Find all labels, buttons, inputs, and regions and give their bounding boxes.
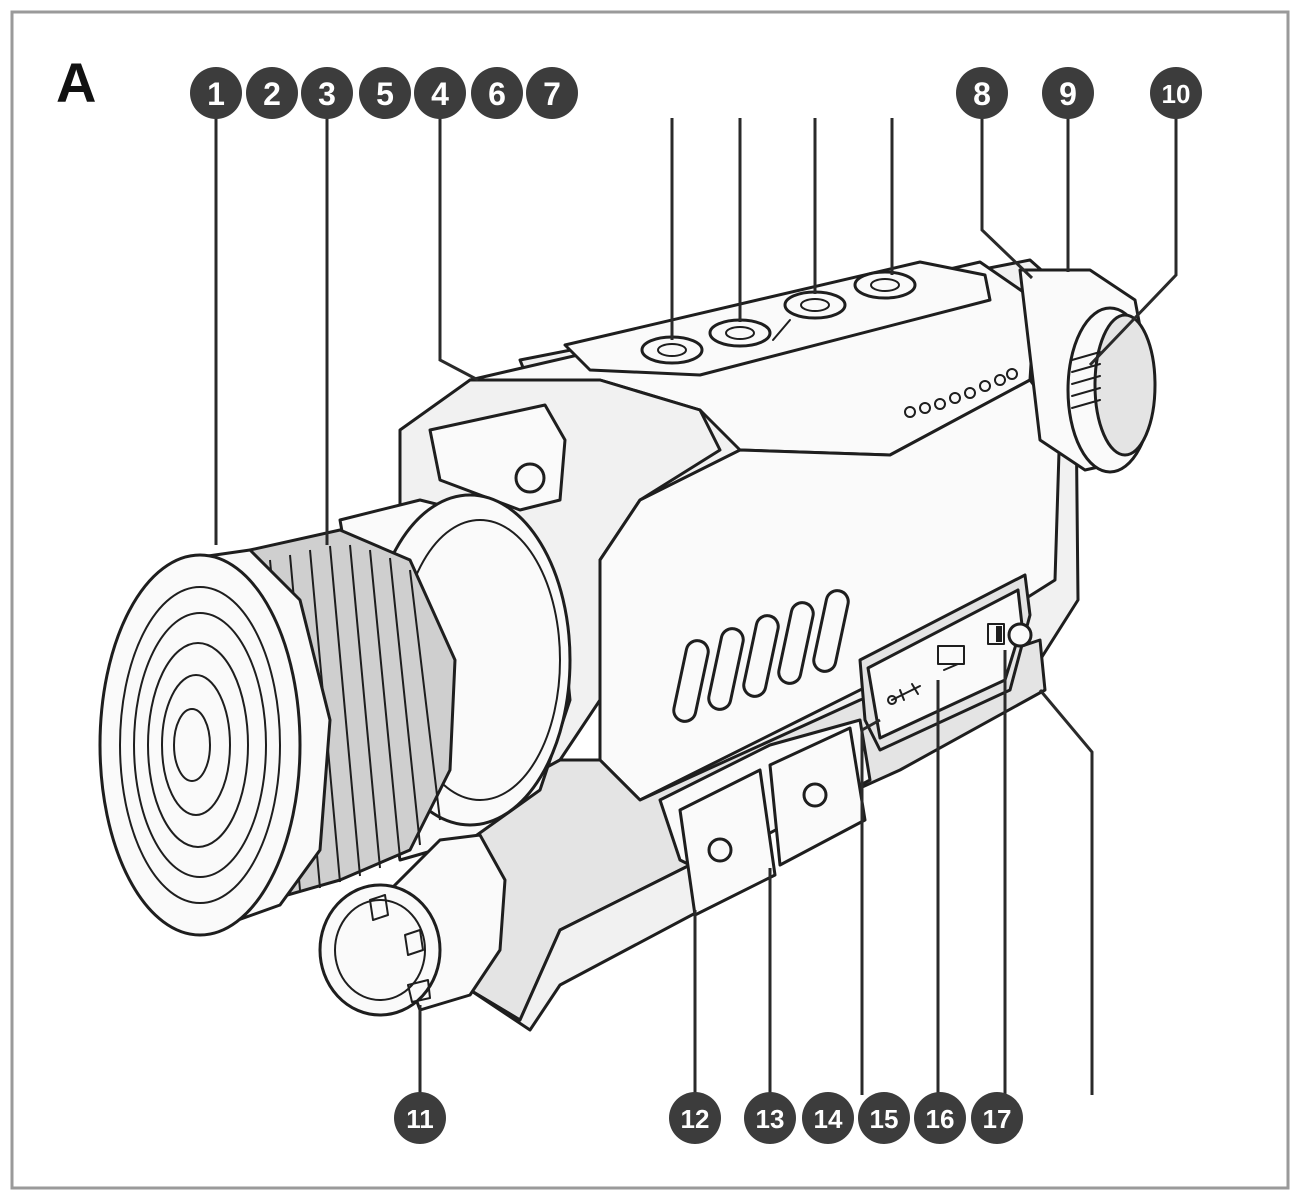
callout-number: 10: [1162, 79, 1191, 109]
leader-lines: [214, 118, 1178, 1095]
callout-number: 3: [318, 76, 336, 112]
callout-number: 14: [814, 1104, 843, 1134]
hdmi-port-icon: [937, 645, 965, 671]
leader-14: [1038, 689, 1094, 1095]
callout-number: 8: [973, 76, 991, 112]
callout-badge-12: 12: [669, 1092, 721, 1144]
callout-badge-13: 13: [744, 1092, 796, 1144]
vent-slots: [672, 589, 850, 723]
callout-badge-2: 2: [246, 67, 298, 119]
callout-circle: [359, 67, 411, 119]
callout-number: 1: [207, 76, 225, 112]
lens-face: [98, 553, 302, 937]
callout-circle: [744, 1092, 796, 1144]
callout-badge-9: 9: [1042, 67, 1094, 119]
callout-number: 17: [983, 1104, 1012, 1134]
callout-circle: [471, 67, 523, 119]
panel-label: A: [56, 51, 96, 114]
callout-number: 13: [756, 1104, 785, 1134]
callout-badge-14: 14: [802, 1092, 854, 1144]
callout-number: 4: [431, 76, 449, 112]
top-button-4: [853, 270, 917, 300]
callout-number: 2: [263, 76, 281, 112]
top-callouts: 1 2 3 5 4 6 7 8 9 10: [190, 67, 1202, 119]
objective-lens: [98, 493, 572, 937]
callout-circle: [914, 1092, 966, 1144]
callout-number: 7: [543, 76, 561, 112]
callout-badge-3: 3: [301, 67, 353, 119]
callout-badge-4: 4: [414, 67, 466, 119]
callout-circle: [802, 1092, 854, 1144]
usb-port-icon: [887, 683, 921, 705]
leader-15: [860, 718, 881, 1095]
ir-illuminator: [318, 833, 507, 1017]
port-cover-latch: [1007, 622, 1033, 648]
callout-circle: [246, 67, 298, 119]
callout-circle: [956, 67, 1008, 119]
top-button-2: [708, 318, 772, 348]
callout-circle: [1042, 67, 1094, 119]
callout-number: 12: [681, 1104, 710, 1134]
callout-circle: [190, 67, 242, 119]
leader-8: [980, 118, 1034, 280]
callout-circle: [858, 1092, 910, 1144]
eyepiece: [1018, 268, 1157, 474]
callout-circle: [971, 1092, 1023, 1144]
callout-circle: [301, 67, 353, 119]
callout-badge-6: 6: [471, 67, 523, 119]
callout-badge-8: 8: [956, 67, 1008, 119]
callout-circle: [394, 1092, 446, 1144]
callout-circle: [1150, 67, 1202, 119]
callout-badge-10: 10: [1150, 67, 1202, 119]
rail-screw-rear: [802, 782, 828, 808]
leader-10: [1088, 118, 1178, 367]
callout-badge-1: 1: [190, 67, 242, 119]
callout-number: 16: [926, 1104, 955, 1134]
callout-badge-15: 15: [858, 1092, 910, 1144]
callout-circle: [414, 67, 466, 119]
callout-badge-5: 5: [359, 67, 411, 119]
callout-circle: [526, 67, 578, 119]
callout-number: 5: [376, 76, 394, 112]
bottom-callouts: 11 12 13 14 15 16 17: [394, 1092, 1023, 1144]
callout-badge-16: 16: [914, 1092, 966, 1144]
top-button-3: [783, 290, 847, 320]
callout-badge-7: 7: [526, 67, 578, 119]
night-vision-device-illustration: [98, 258, 1157, 1032]
rail-screw-front: [707, 837, 733, 863]
ir-illuminator-front: [318, 883, 442, 1017]
callout-number: 6: [488, 76, 506, 112]
indicator-dots: [904, 368, 1018, 418]
callout-number: 9: [1059, 76, 1077, 112]
callout-number: 11: [406, 1104, 434, 1134]
callout-circle: [669, 1092, 721, 1144]
bracket-screw: [514, 462, 546, 494]
callout-badge-17: 17: [971, 1092, 1023, 1144]
callout-number: 15: [870, 1104, 899, 1134]
sd-card-icon: [987, 623, 1005, 645]
callout-badge-11: 11: [394, 1092, 446, 1144]
leader-4: [438, 118, 479, 382]
top-button-1: [640, 335, 704, 365]
